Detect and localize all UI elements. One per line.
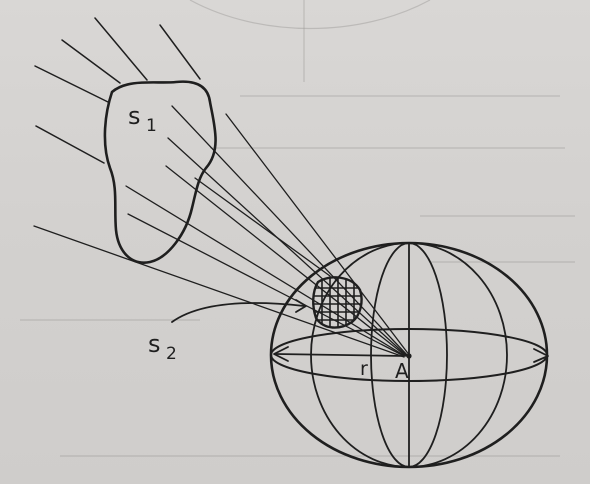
ray-line bbox=[167, 137, 408, 357]
ray-line bbox=[125, 185, 406, 357]
label-s1-subscript: 1 bbox=[146, 116, 157, 136]
s2-leader-arrowhead bbox=[295, 299, 307, 313]
incoming-rays bbox=[34, 17, 201, 164]
label-a: A bbox=[395, 359, 409, 383]
ray-line bbox=[94, 17, 148, 81]
radius-arrowhead-right bbox=[533, 348, 549, 363]
ray-line bbox=[171, 105, 409, 357]
radius-arrowhead bbox=[273, 346, 289, 362]
ray-line bbox=[225, 113, 411, 357]
ray-line bbox=[194, 177, 331, 277]
ray-line bbox=[35, 125, 105, 164]
s2-leader-line bbox=[171, 302, 305, 323]
s2-outline bbox=[312, 276, 363, 329]
ray-line bbox=[165, 165, 407, 357]
ray-line bbox=[33, 225, 405, 358]
label-s2: s bbox=[148, 330, 161, 358]
label-r: r bbox=[360, 358, 368, 380]
ray-line bbox=[127, 213, 405, 357]
converging-rays bbox=[33, 105, 411, 358]
ray-line bbox=[34, 65, 109, 103]
label-s1: s bbox=[128, 102, 141, 130]
ray-line bbox=[159, 24, 201, 80]
surface-s1 bbox=[103, 80, 217, 264]
radius-line bbox=[275, 353, 405, 357]
page-bleedthrough bbox=[20, 0, 575, 457]
point-a-dot bbox=[406, 353, 412, 359]
ray-line bbox=[61, 39, 121, 84]
label-s2-subscript: 2 bbox=[166, 344, 177, 364]
